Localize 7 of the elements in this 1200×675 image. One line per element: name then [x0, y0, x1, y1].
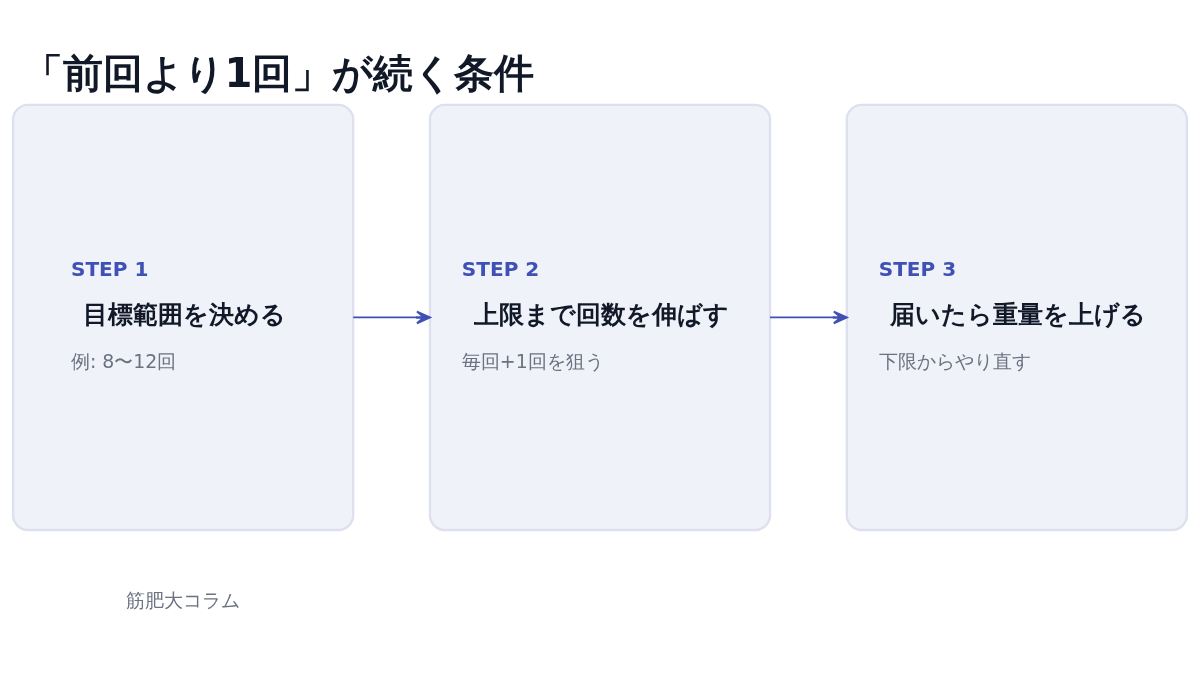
label: 筋肥大コラム — [126, 588, 241, 611]
arrow — [352, 310, 431, 325]
arrow — [769, 310, 848, 325]
node-box: STEP 1 目標範囲を決める 例: 8〜12回 — [11, 103, 355, 532]
diagram-title: 「前回より1回」が続く条件 — [22, 50, 535, 97]
node-box: STEP 3 届いたら重量を上げる 下限からやり直す — [845, 103, 1189, 532]
node-box: STEP 2 上限まで回数を伸ばす 毎回+1回を狙う — [428, 103, 772, 532]
